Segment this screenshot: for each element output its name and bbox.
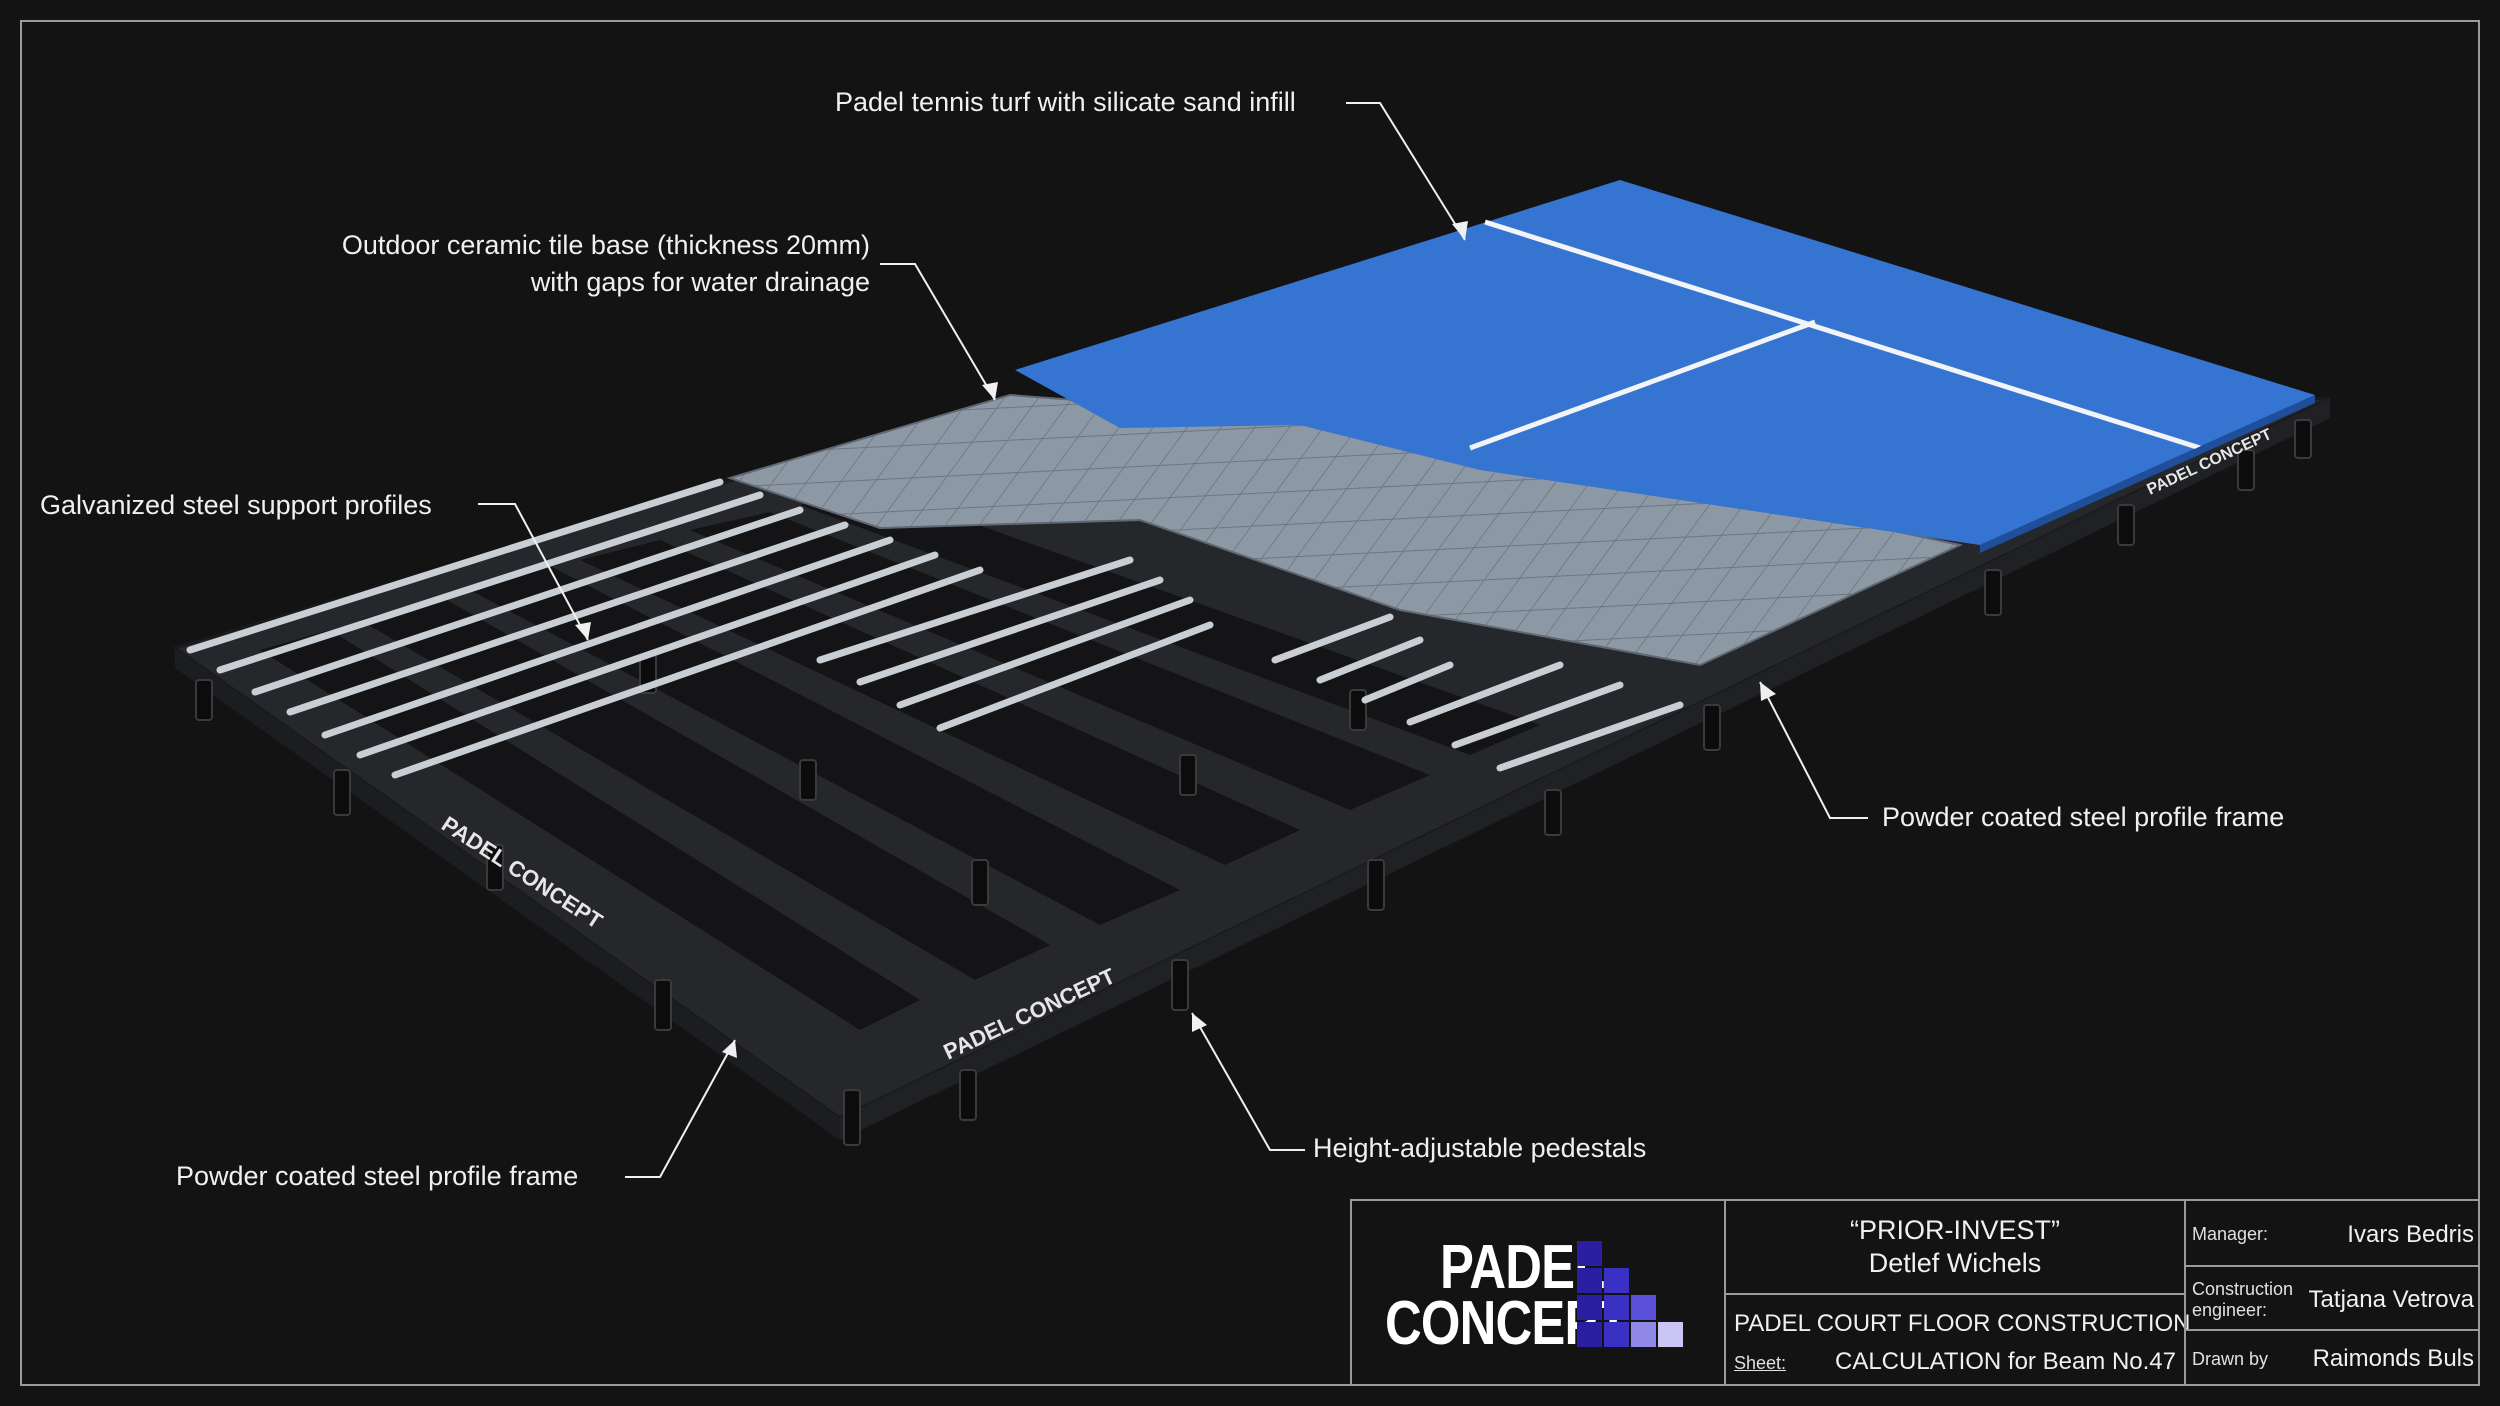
leader-arrowheads xyxy=(575,221,1776,1058)
sheet-value: CALCULATION for Beam No.47 xyxy=(1834,1348,2176,1375)
pedestals xyxy=(195,419,2312,1146)
drawing-border xyxy=(20,20,2480,1386)
padel-turf xyxy=(1015,180,2315,545)
personnel-cell: Manager: Ivars Bedris Construction engin… xyxy=(2184,1201,2480,1384)
engineer-value: Tatjana Vetrova xyxy=(2308,1286,2474,1313)
callout-turf: Padel tennis turf with silicate sand inf… xyxy=(835,87,1296,117)
steel-frame-side-right xyxy=(840,398,2330,1140)
client-contact: Detlef Wichels xyxy=(1868,1248,2042,1278)
turf-edge xyxy=(1980,395,2315,553)
callout-frame-left: Powder coated steel profile frame xyxy=(176,1161,579,1191)
court-lines xyxy=(1469,219,2201,451)
callout-frame-right: Powder coated steel profile frame xyxy=(1882,802,2285,832)
leader-lines xyxy=(478,102,1868,1178)
logo: PADEL CONCEPT xyxy=(1352,1201,1724,1384)
callout-tile-line2: with gaps for water drainage xyxy=(530,267,870,297)
manager-value: Ivars Bedris xyxy=(2347,1221,2474,1248)
sheet-label: Sheet: xyxy=(1734,1353,1787,1373)
callout-pedestals: Height-adjustable pedestals xyxy=(1313,1133,1647,1163)
drawn-by-label: Drawn by xyxy=(2192,1349,2269,1369)
title-block: PADEL CONCEPT “PRIOR-INVEST” Detlef Wich… xyxy=(1350,1199,2480,1386)
project-title: PADEL COURT FLOOR CONSTRUCTION xyxy=(1734,1310,2191,1337)
project-cell: “PRIOR-INVEST” Detlef Wichels PADEL COUR… xyxy=(1724,1201,2191,1384)
client-name: “PRIOR-INVEST” xyxy=(1849,1215,2060,1245)
callout-tile-line1: Outdoor ceramic tile base (thickness 20m… xyxy=(341,230,870,260)
engineer-label-2: engineer: xyxy=(2192,1300,2268,1320)
galvanized-profiles xyxy=(186,478,1684,779)
engineer-label-1: Construction xyxy=(2192,1279,2294,1299)
callout-tile: Outdoor ceramic tile base (thickness 20m… xyxy=(342,227,870,301)
drawn-by-value: Raimonds Buls xyxy=(2312,1345,2474,1372)
manager-label: Manager: xyxy=(2192,1224,2269,1244)
callout-profiles: Galvanized steel support profiles xyxy=(40,490,432,520)
